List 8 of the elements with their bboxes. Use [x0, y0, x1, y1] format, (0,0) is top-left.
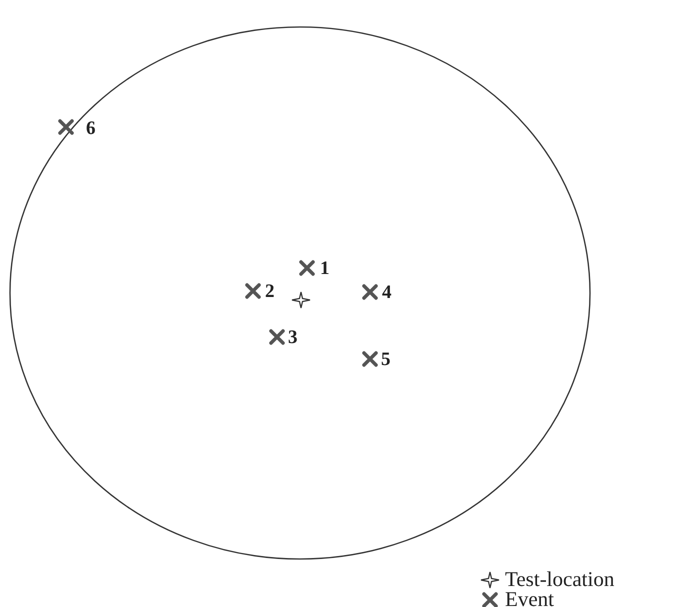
legend-label: Test-location: [505, 569, 614, 590]
point-label: 4: [382, 283, 392, 302]
point-label: 6: [86, 119, 96, 138]
point-label: 1: [320, 259, 330, 278]
legend-label: Event: [505, 589, 554, 607]
point-label: 5: [381, 350, 390, 369]
point-label: 3: [288, 328, 298, 347]
point-label: 2: [265, 282, 274, 301]
